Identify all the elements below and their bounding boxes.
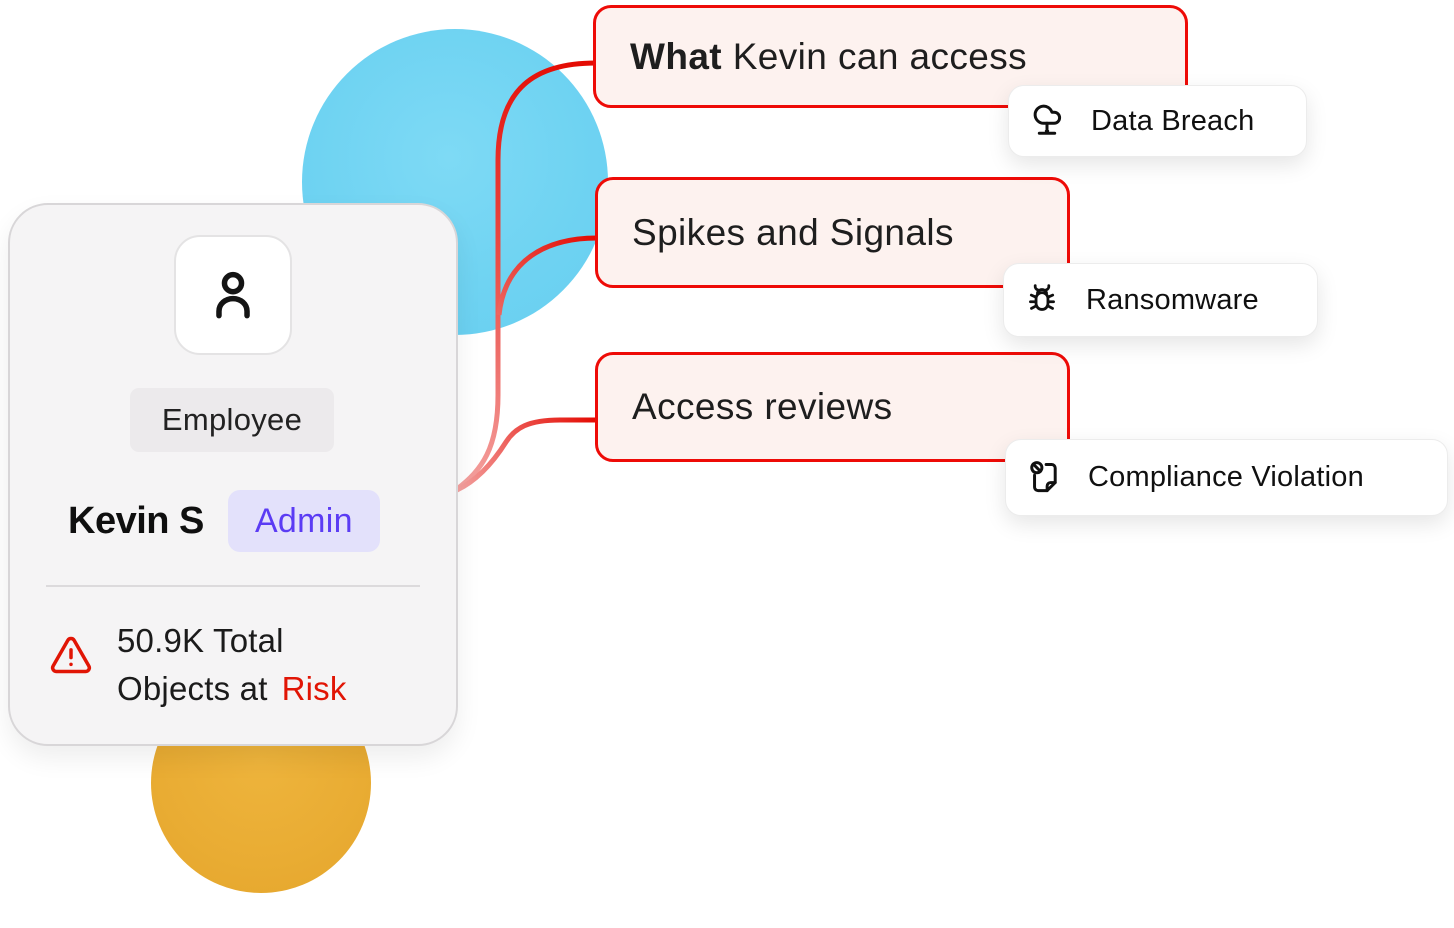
role-label: Employee: [161, 402, 303, 437]
chip-data-breach: Data Breach: [1008, 85, 1307, 157]
node-label-rest: Kevin can access: [732, 35, 1028, 77]
chip-label: Data Breach: [1091, 104, 1255, 137]
document-ban-icon: [1023, 457, 1065, 499]
node-label: Spikes and Signals: [632, 211, 954, 253]
divider: [46, 585, 420, 587]
node-spikes-and-signals: Spikes and Signals: [595, 177, 1070, 288]
risk-stat-text: 50.9K Total Objects at Risk: [117, 617, 347, 713]
person-name: Kevin S: [68, 499, 204, 542]
risk-line1: 50.9K Total: [117, 622, 284, 659]
warning-triangle-icon: [49, 633, 93, 677]
risk-line2: Objects at: [117, 670, 268, 707]
cloud-network-icon: [1026, 100, 1068, 142]
chip-ransomware: Ransomware: [1003, 263, 1318, 337]
employee-profile-card: Employee Kevin S Admin 50.9K Total: [8, 203, 458, 746]
chip-label: Compliance Violation: [1088, 461, 1364, 493]
node-access-reviews: Access reviews: [595, 352, 1070, 462]
node-label-strong: What: [630, 35, 723, 77]
avatar: [174, 235, 292, 355]
bug-icon: [1021, 279, 1063, 321]
node-label: What Kevin can access: [630, 36, 1027, 78]
chip-label: Ransomware: [1086, 283, 1259, 316]
role-badge: Employee: [130, 388, 334, 452]
risk-highlight: Risk: [281, 670, 347, 707]
name-row: Kevin S Admin: [68, 490, 428, 552]
node-label: Access reviews: [632, 386, 893, 427]
chip-compliance-violation: Compliance Violation: [1005, 439, 1448, 516]
connector-to-reviews: [455, 417, 597, 493]
admin-badge: Admin: [227, 490, 380, 552]
risk-stat-row: 50.9K Total Objects at Risk: [49, 617, 429, 713]
admin-badge-label: Admin: [254, 501, 353, 540]
person-icon: [216, 271, 250, 319]
